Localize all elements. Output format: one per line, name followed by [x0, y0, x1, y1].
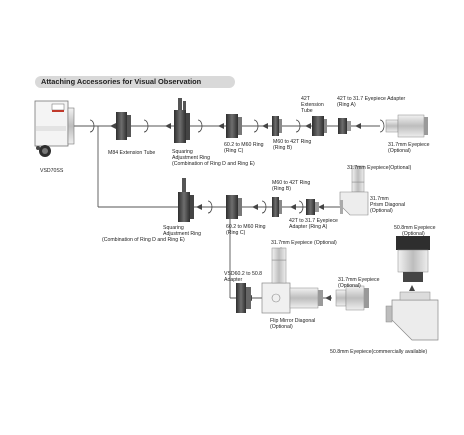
- arrow-head: [355, 123, 361, 129]
- vsd-label: VSD70SS: [40, 168, 64, 174]
- m84-tube-label: M84 Extension Tube: [108, 150, 155, 156]
- arrow-head: [218, 123, 224, 129]
- eyepiece-label-5: 31.7mm Eyepiece: [338, 277, 380, 283]
- flip-mirror-label-1: Flip Mirror Diagonal: [270, 318, 315, 324]
- squaring-ring-label-3: (Combination of Ring D and Ring E): [172, 161, 255, 167]
- vsd-adapter-50-8: [236, 283, 251, 313]
- ring-c-2: [226, 195, 242, 219]
- ring-c-label-1: 60.2 to M60 Ring: [224, 142, 264, 148]
- rotation-mark: [379, 119, 385, 133]
- prism-label-3: (Optional): [370, 208, 393, 214]
- ring-a-2: [306, 199, 319, 215]
- ring-c-1: [226, 114, 242, 138]
- flip-mirror-label-2: (Optional): [270, 324, 293, 330]
- eyepiece-31-7-2: [351, 165, 365, 183]
- ep508-label-1: 50.8mm Eyepiece: [394, 225, 436, 231]
- eyepiece-label-1: 31.7mm Eyepiece: [388, 142, 430, 148]
- arrow-head: [165, 123, 171, 129]
- eyepiece-31-7-3: [271, 247, 287, 261]
- eyepiece-label-3: 31.7mm Eyepiece(Optional): [347, 165, 412, 171]
- ring-a2-label-2: Adapter (Ring A): [289, 224, 328, 230]
- ring-b2-label-2: (Ring B): [272, 186, 291, 192]
- ep508-commercial-label: 50.8mm Eyepiece(commercially available): [330, 349, 427, 355]
- eyepiece-label-2: (Optional): [388, 148, 411, 154]
- ring-b-label-1: M60 to 42T Ring: [273, 139, 311, 145]
- diagonal-50-8: [385, 291, 439, 341]
- section-banner: Attaching Accessories for Visual Observa…: [35, 76, 235, 88]
- extension-tube-42t: [312, 116, 327, 136]
- rotation-mark: [89, 119, 95, 133]
- squaring-adjustment-ring-2: [178, 178, 194, 222]
- arrow-head: [196, 204, 202, 210]
- arrow-head: [110, 123, 116, 129]
- ring-b-label-2: (Ring B): [273, 145, 292, 151]
- ring-c2-label-2: (Ring C): [226, 230, 246, 236]
- arrow-head: [252, 204, 258, 210]
- arrow-head: [409, 285, 415, 291]
- rotation-mark: [207, 200, 213, 214]
- rotation-mark: [295, 119, 301, 133]
- flip-mirror-diagonal: [261, 259, 323, 314]
- section-title: Attaching Accessories for Visual Observa…: [41, 77, 202, 86]
- ring-a2-label-1: 42T to 31.7 Eyepiece: [289, 218, 338, 224]
- rotation-mark: [261, 200, 267, 214]
- squaring-ring2-label-2: Adjustment Ring: [163, 231, 201, 237]
- eyepiece-label-6: (Optional): [338, 283, 361, 289]
- m84-extension-tube: [116, 112, 131, 140]
- ring-b-1: [272, 116, 282, 136]
- squaring-ring-label-2: Adjustment Ring: [172, 155, 210, 161]
- ring-c-label-2: (Ring C): [224, 148, 244, 154]
- tube42-label-1: 42T: [301, 96, 311, 102]
- ep508-label-2: (Optional): [402, 231, 425, 237]
- rotation-mark: [298, 200, 304, 214]
- ring-c2-label-1: 60.2 to M60 Ring: [226, 224, 266, 230]
- eyepiece-31-7-1: [385, 114, 428, 138]
- eyepiece-label-4: 31.7mm Eyepiece (Optional): [271, 240, 337, 246]
- eyepiece-50-8: [396, 236, 430, 282]
- tube42-label-2: Extension: [301, 102, 324, 108]
- prism-diagonal: [339, 181, 369, 216]
- arrow-head: [305, 123, 311, 129]
- ring-a-label-1: 42T to 31.7 Eyepiece Adapter: [337, 96, 406, 102]
- arrow-head: [318, 204, 324, 210]
- vsd-adapter-label-2: Adapter: [224, 277, 242, 283]
- vsd70ss-telescope: [34, 100, 75, 157]
- tube42-label-3: Tube: [301, 108, 313, 114]
- prism-label-2: Prism Diagonal: [370, 202, 405, 208]
- squaring-adjustment-ring-1: [174, 98, 190, 143]
- eyepiece-31-7-4: [335, 285, 369, 311]
- arrow-head: [290, 204, 296, 210]
- ring-a-1: [338, 118, 351, 134]
- squaring-ring2-label-1: Squaring: [163, 225, 184, 231]
- prism-label-1: 31.7mm: [370, 196, 389, 202]
- rotation-mark: [143, 119, 149, 133]
- rotation-mark: [253, 119, 259, 133]
- rotation-mark: [197, 119, 203, 133]
- ring-b2-label-1: M60 to 42T Ring: [272, 180, 310, 186]
- squaring-ring2-label-3: (Combination of Ring D and Ring E): [102, 237, 185, 243]
- ring-a-label-2: (Ring A): [337, 102, 356, 108]
- arrow-head: [262, 123, 268, 129]
- squaring-ring-label-1: Squaring: [172, 149, 193, 155]
- arrow-head: [325, 295, 331, 301]
- ring-b-2: [272, 197, 282, 217]
- vsd-adapter-label-1: VSD60.2 to 50.8: [224, 271, 262, 277]
